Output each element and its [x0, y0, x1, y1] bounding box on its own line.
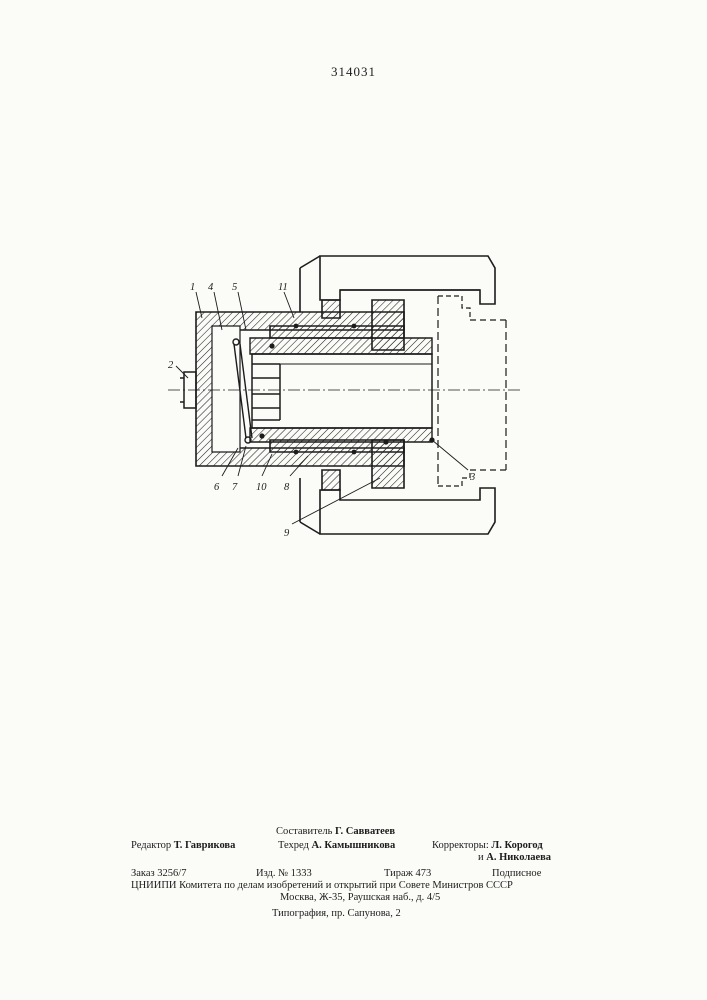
label-2: 2	[168, 360, 174, 371]
editor-label: Редактор	[131, 840, 171, 851]
compiler-line: Составитель Г. Савватеев	[276, 826, 395, 838]
label-8: 8	[284, 482, 290, 493]
editor-line: Редактор Т. Гаврикова	[131, 840, 235, 852]
correctors-label: Корректоры:	[432, 840, 489, 851]
corrector-2: А. Николаева	[486, 852, 551, 863]
techred-label: Техред	[278, 840, 309, 851]
label-5: 5	[232, 282, 237, 293]
label-10: 10	[256, 482, 267, 493]
label-6: 6	[214, 482, 220, 493]
techred-line: Техред А. Камышникова	[278, 840, 395, 852]
edition-number: Изд. № 1333	[256, 868, 312, 880]
corrector-1: Л. Корогод	[491, 840, 542, 851]
techred-name: А. Камышникова	[312, 840, 396, 851]
label-1: 1	[190, 282, 195, 293]
editor-name: Т. Гаврикова	[174, 840, 236, 851]
corrector-2-prefix: и	[478, 852, 484, 863]
address-line: Москва, Ж-35, Раушская наб., д. 4/5	[280, 892, 440, 904]
compiler-label: Составитель	[276, 826, 332, 837]
plug	[252, 354, 432, 428]
label-11: 11	[278, 282, 288, 293]
corrector-2-line: и А. Николаева	[478, 852, 551, 864]
order-number: Заказ 3256/7	[131, 868, 186, 880]
flange-dashed	[438, 296, 506, 486]
circulation: Тираж 473	[384, 868, 431, 880]
label-7: 7	[232, 482, 238, 493]
correctors-line: Корректоры: Л. Корогод	[432, 840, 543, 852]
compiler-name: Г. Савватеев	[335, 826, 395, 837]
print-house: Типография, пр. Сапунова, 2	[272, 908, 401, 920]
label-9: 9	[284, 528, 290, 539]
label-3: 3	[469, 472, 475, 483]
label-4: 4	[208, 282, 214, 293]
institute-line: ЦНИИПИ Комитета по делам изобретений и о…	[131, 880, 513, 892]
subscription: Подписное	[492, 868, 541, 880]
